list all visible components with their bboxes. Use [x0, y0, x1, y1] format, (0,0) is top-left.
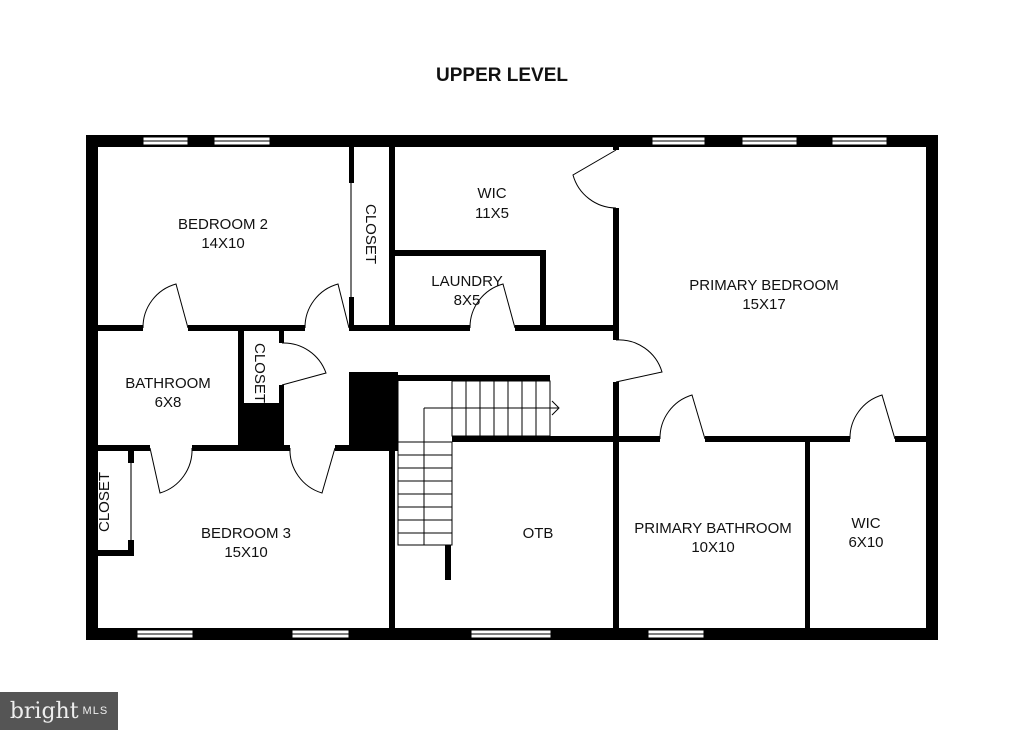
room-wic-2: WIC [851, 515, 880, 532]
room-bedroom-3: BEDROOM 3 [201, 525, 291, 542]
room-bedroom-2-size: 14X10 [201, 235, 244, 252]
logo-suffix: MLS [82, 705, 109, 717]
room-primary-bedroom: PRIMARY BEDROOM [689, 277, 838, 294]
room-wic-1-size: 11X5 [475, 205, 509, 222]
room-closet-1: CLOSET [362, 204, 379, 264]
room-labels: BEDROOM 2 14X10 CLOSET WIC 11X5 LAUNDRY … [96, 185, 884, 561]
doors [130, 149, 896, 540]
room-primary-bathroom: PRIMARY BATHROOM [634, 520, 792, 537]
walls [86, 135, 938, 640]
bright-mls-logo: bright MLS [0, 692, 118, 730]
logo-brand: bright [9, 698, 79, 724]
room-bedroom-3-size: 15X10 [224, 544, 267, 561]
room-primary-bathroom-size: 10X10 [691, 539, 734, 556]
room-closet-3: CLOSET [96, 472, 113, 532]
windows [136, 136, 888, 639]
room-wic-1: WIC [477, 185, 506, 202]
room-wic-2-size: 6X10 [848, 534, 883, 551]
room-bathroom-size: 6X8 [155, 394, 182, 411]
room-bathroom: BATHROOM [125, 375, 211, 392]
room-otb: OTB [523, 525, 554, 542]
room-laundry-size: 8X5 [454, 292, 481, 309]
stairs [397, 380, 560, 546]
room-bedroom-2: BEDROOM 2 [178, 216, 268, 233]
room-laundry: LAUNDRY [431, 273, 502, 290]
room-closet-2: CLOSET [251, 343, 268, 403]
plan-title: UPPER LEVEL [436, 65, 568, 86]
room-primary-bedroom-size: 15X17 [742, 296, 785, 313]
